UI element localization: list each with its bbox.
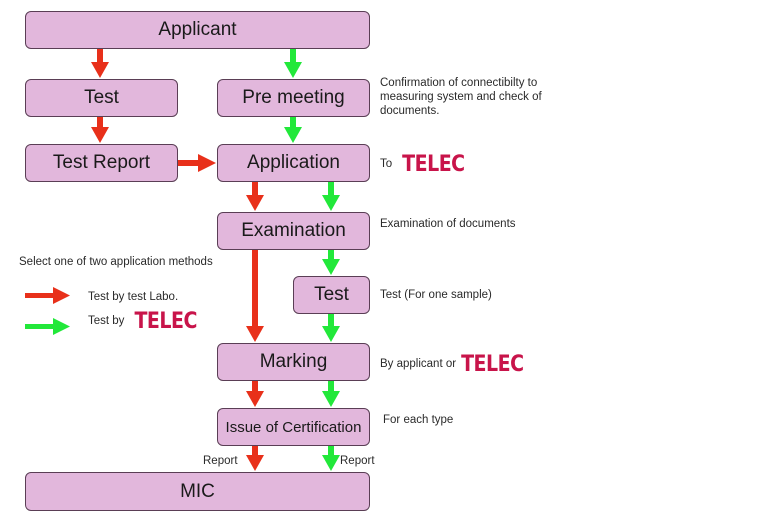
note-test: Test (For one sample) bbox=[380, 289, 492, 301]
box-test-telec: Test bbox=[293, 276, 370, 314]
arrow-examination-to-marking-red bbox=[246, 250, 264, 342]
label-report-green: Report bbox=[340, 455, 375, 467]
arrow-applicant-to-premeeting bbox=[284, 49, 302, 78]
legend-red-label: Test by test Labo. bbox=[88, 291, 179, 303]
box-issue-of-certification: Issue of Certification bbox=[217, 408, 370, 446]
arrow-marking-to-issue-green bbox=[322, 381, 340, 407]
telec-logo: TELEC bbox=[402, 151, 465, 177]
telec-logo: TELEC bbox=[134, 308, 197, 334]
note-application: To TELEC bbox=[380, 151, 465, 177]
box-mic: MIC bbox=[25, 472, 370, 511]
note-marking-text: By applicant or bbox=[380, 358, 457, 370]
legend-green: Test by TELEC bbox=[88, 308, 197, 334]
arrow-applicant-to-test bbox=[91, 49, 109, 78]
arrow-application-to-examination-green bbox=[322, 182, 340, 211]
box-examination: Examination bbox=[217, 212, 370, 250]
arrow-examination-to-test-green bbox=[322, 250, 340, 275]
legend-title: Select one of two application methods bbox=[19, 256, 213, 268]
box-applicant: Applicant bbox=[25, 11, 370, 49]
note-marking: By applicant or TELEC bbox=[380, 351, 524, 377]
arrow-issue-to-mic-red bbox=[246, 446, 264, 471]
legend-green-arrow-icon bbox=[25, 318, 70, 335]
label-report-red: Report bbox=[203, 455, 238, 467]
box-marking: Marking bbox=[217, 343, 370, 381]
box-application: Application bbox=[217, 144, 370, 182]
arrow-testreport-to-application bbox=[178, 154, 216, 172]
arrow-test-to-testreport bbox=[91, 117, 109, 143]
legend-red-arrow-icon bbox=[25, 287, 70, 304]
arrow-application-to-examination-red bbox=[246, 182, 264, 211]
note-pre-meeting-line2: measuring system and check of bbox=[380, 91, 542, 103]
legend-green-label: Test by bbox=[88, 315, 125, 327]
box-test-report: Test Report bbox=[25, 144, 178, 182]
telec-logo: TELEC bbox=[461, 351, 524, 377]
note-application-to: To bbox=[380, 158, 393, 170]
note-pre-meeting: Confirmation of connectibilty to measuri… bbox=[380, 76, 542, 118]
note-issue: For each type bbox=[383, 414, 454, 426]
note-pre-meeting-line3: documents. bbox=[380, 105, 440, 117]
box-pre-meeting: Pre meeting bbox=[217, 79, 370, 117]
note-examination: Examination of documents bbox=[380, 218, 516, 230]
arrow-premeeting-to-application bbox=[284, 117, 302, 143]
box-test-labo: Test bbox=[25, 79, 178, 117]
arrow-test-to-marking-green bbox=[322, 314, 340, 342]
note-pre-meeting-line1: Confirmation of connectibilty to bbox=[380, 77, 538, 89]
arrow-marking-to-issue-red bbox=[246, 381, 264, 407]
arrow-issue-to-mic-green bbox=[322, 446, 340, 471]
